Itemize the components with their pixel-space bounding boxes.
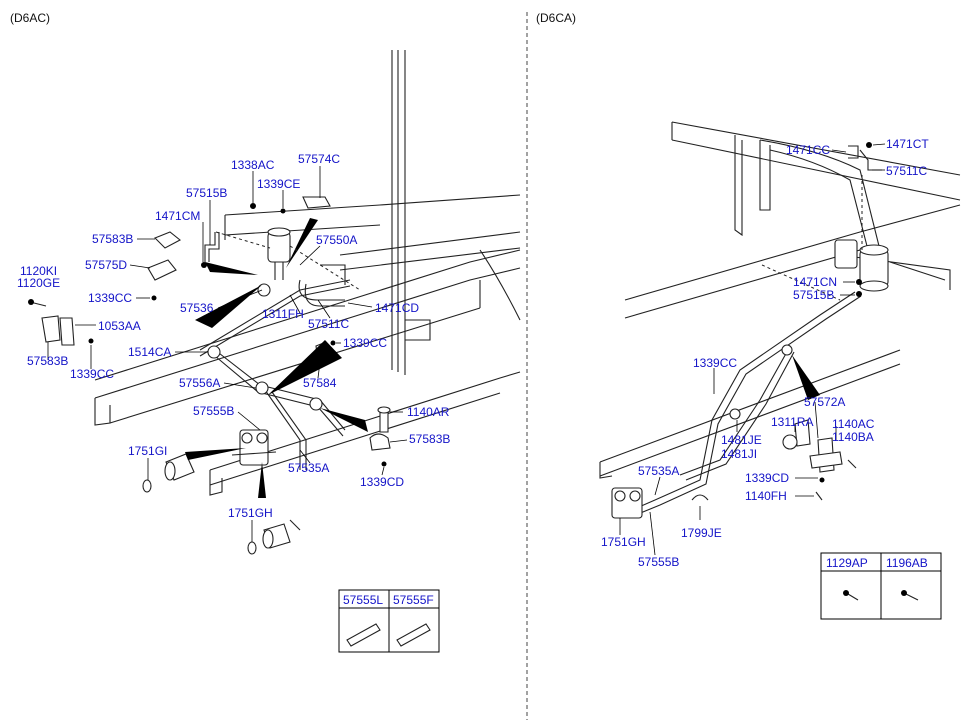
bolt-1196AB-icon bbox=[901, 590, 919, 601]
label-r-1481JE[interactable]: 1481JE bbox=[721, 433, 762, 447]
hose-57555L-icon bbox=[346, 623, 381, 647]
hose-57555F-icon bbox=[396, 623, 431, 647]
label-r-1799JE[interactable]: 1799JE bbox=[681, 526, 722, 540]
section-label-right: (D6CA) bbox=[536, 11, 576, 25]
label-1339CD[interactable]: 1339CD bbox=[360, 475, 404, 489]
table-header-1196AB[interactable]: 1196AB bbox=[886, 556, 928, 570]
label-1140AR[interactable]: 1140AR bbox=[407, 405, 450, 419]
label-57556A[interactable]: 57556A bbox=[179, 376, 220, 390]
label-r-57511C[interactable]: 57511C bbox=[886, 164, 927, 178]
left-labels: 1338AC 57574C 1339CE 57515B 1471CM 57583… bbox=[17, 152, 450, 520]
label-57550A[interactable]: 57550A bbox=[316, 233, 357, 247]
right-assembly-drawing bbox=[599, 121, 961, 519]
label-r-1751GH[interactable]: 1751GH bbox=[601, 535, 646, 549]
label-r-1140AC[interactable]: 1140AC bbox=[832, 417, 875, 431]
label-57574C[interactable]: 57574C bbox=[298, 152, 340, 166]
label-1338AC[interactable]: 1338AC bbox=[231, 158, 275, 172]
table-header-57555L[interactable]: 57555L bbox=[343, 593, 383, 607]
label-57583B-top[interactable]: 57583B bbox=[92, 232, 133, 246]
label-r-1471CN[interactable]: 1471CN bbox=[793, 275, 837, 289]
label-r-1311RA[interactable]: 1311RA bbox=[771, 415, 813, 429]
label-57535A[interactable]: 57535A bbox=[288, 461, 329, 475]
label-57583B-bottom[interactable]: 57583B bbox=[409, 432, 450, 446]
label-1471CM[interactable]: 1471CM bbox=[155, 209, 200, 223]
right-labels: 1471CC 1471CT 57511C 1471CN 57515B 1339C… bbox=[601, 137, 929, 569]
label-57515B[interactable]: 57515B bbox=[186, 186, 227, 200]
section-label-left: (D6AC) bbox=[10, 11, 50, 25]
label-r-57572A[interactable]: 57572A bbox=[804, 395, 845, 409]
label-r-1140BA[interactable]: 1140BA bbox=[832, 430, 874, 444]
label-57583B-left[interactable]: 57583B bbox=[27, 354, 68, 368]
table-header-1129AP[interactable]: 1129AP bbox=[826, 556, 868, 570]
label-57584[interactable]: 57584 bbox=[303, 376, 337, 390]
left-parts-table: 57555L 57555F bbox=[338, 589, 440, 653]
label-r-1140FH[interactable]: 1140FH bbox=[745, 489, 787, 503]
label-r-57555B[interactable]: 57555B bbox=[638, 555, 679, 569]
label-1339CE[interactable]: 1339CE bbox=[257, 177, 300, 191]
label-57511C[interactable]: 57511C bbox=[308, 317, 349, 331]
label-1120KI[interactable]: 1120KI bbox=[20, 264, 57, 278]
label-1471CD[interactable]: 1471CD bbox=[375, 301, 419, 315]
label-r-1481JI[interactable]: 1481JI bbox=[721, 447, 757, 461]
label-r-1339CC[interactable]: 1339CC bbox=[693, 356, 737, 370]
label-57536[interactable]: 57536 bbox=[180, 301, 214, 315]
left-leader-lines bbox=[47, 166, 408, 542]
label-r-1339CD[interactable]: 1339CD bbox=[745, 471, 789, 485]
label-1053AA[interactable]: 1053AA bbox=[98, 319, 141, 333]
label-1339CC-top[interactable]: 1339CC bbox=[88, 291, 132, 305]
label-r-1471CC[interactable]: 1471CC bbox=[786, 143, 830, 157]
label-57575D[interactable]: 57575D bbox=[85, 258, 127, 272]
right-leader-lines bbox=[619, 143, 886, 556]
label-1751GH[interactable]: 1751GH bbox=[228, 506, 273, 520]
label-r-1471CT[interactable]: 1471CT bbox=[886, 137, 929, 151]
label-1514CA[interactable]: 1514CA bbox=[128, 345, 171, 359]
label-57555B[interactable]: 57555B bbox=[193, 404, 234, 418]
label-1120GE[interactable]: 1120GE bbox=[17, 276, 60, 290]
label-1311FH[interactable]: 1311FH bbox=[262, 307, 304, 321]
label-1339CC-mid[interactable]: 1339CC bbox=[343, 336, 387, 350]
right-parts-table: 1129AP 1196AB bbox=[820, 552, 942, 620]
left-assembly-drawing bbox=[28, 50, 521, 555]
bolt-1129AP-icon bbox=[843, 590, 859, 601]
label-1339CC-left[interactable]: 1339CC bbox=[70, 367, 114, 381]
label-r-57535A[interactable]: 57535A bbox=[638, 464, 679, 478]
label-r-57515B[interactable]: 57515B bbox=[793, 288, 834, 302]
table-header-57555F[interactable]: 57555F bbox=[393, 593, 434, 607]
label-1751GI[interactable]: 1751GI bbox=[128, 444, 167, 458]
